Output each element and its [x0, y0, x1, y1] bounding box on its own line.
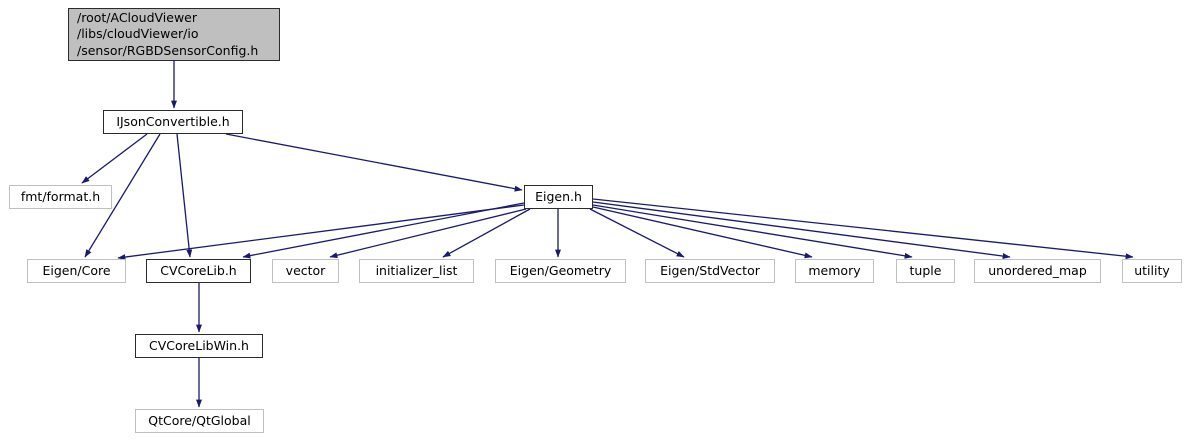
- graph-edge-ijsonconvertible-to-fmtformat: [81, 133, 148, 184]
- graph-node-fmtformat[interactable]: fmt/format.h: [9, 185, 112, 209]
- graph-node-label: Eigen/Geometry: [509, 262, 612, 278]
- graph-node-label: unordered_map: [988, 262, 1087, 278]
- graph-node-label: IJsonConvertible.h: [116, 113, 230, 129]
- graph-node-label: memory: [808, 262, 861, 278]
- graph-edge-eigenh-to-eigenstdvector: [589, 208, 685, 258]
- graph-edge-eigenh-to-initializerlist: [442, 208, 531, 258]
- graph-edge-eigenh-to-tuple: [592, 204, 913, 259]
- graph-node-utility[interactable]: utility: [1122, 259, 1182, 283]
- graph-edge-eigenh-to-cvcorelib: [242, 202, 525, 259]
- graph-node-label: tuple: [909, 262, 942, 278]
- graph-node-vector[interactable]: vector: [272, 259, 339, 283]
- graph-node-unorderedmap[interactable]: unordered_map: [974, 259, 1101, 283]
- graph-node-label: Eigen/StdVector: [660, 262, 760, 278]
- graph-node-label: fmt/format.h: [20, 188, 101, 204]
- graph-node-qtcoreqtglobal[interactable]: QtCore/QtGlobal: [135, 409, 264, 433]
- graph-node-label: utility: [1134, 262, 1170, 278]
- graph-node-root[interactable]: /root/ACloudViewer /libs/cloudViewer/io …: [68, 8, 280, 61]
- graph-node-initializerlist[interactable]: initializer_list: [359, 259, 474, 283]
- graph-edge-eigenh-to-eigencore: [117, 204, 525, 261]
- graph-node-label: vector: [285, 262, 326, 278]
- graph-node-eigenstdvector[interactable]: Eigen/StdVector: [645, 259, 775, 283]
- graph-node-label: Eigen/Core: [42, 262, 111, 278]
- graph-node-label: QtCore/QtGlobal: [148, 412, 251, 428]
- graph-node-tuple[interactable]: tuple: [896, 259, 955, 283]
- graph-node-label: CVCoreLibWin.h: [149, 337, 249, 353]
- graph-node-cvcorelibwin[interactable]: CVCoreLibWin.h: [135, 334, 263, 358]
- graph-node-ijsonconvertible[interactable]: IJsonConvertible.h: [103, 110, 243, 134]
- graph-node-label: /root/ACloudViewer /libs/cloudViewer/io …: [77, 9, 259, 58]
- graph-node-label: Eigen.h: [535, 188, 582, 204]
- graph-node-memory[interactable]: memory: [795, 259, 874, 283]
- graph-edge-eigenh-to-vector: [329, 208, 527, 259]
- graph-edge-eigenh-to-utility: [592, 198, 1134, 260]
- graph-edge-ijsonconvertible-to-eigenh: [225, 133, 523, 192]
- graph-edge-eigenh-to-unorderedmap: [592, 201, 1011, 260]
- graph-node-eigenh[interactable]: Eigen.h: [524, 185, 593, 209]
- graph-node-cvcorelib[interactable]: CVCoreLib.h: [146, 259, 251, 283]
- graph-node-eigengeometry[interactable]: Eigen/Geometry: [495, 259, 626, 283]
- graph-node-label: initializer_list: [375, 262, 458, 278]
- graph-node-label: CVCoreLib.h: [160, 262, 237, 278]
- graph-edge-eigenh-to-memory: [592, 206, 813, 259]
- graph-edge-ijsonconvertible-to-cvcorelib: [176, 133, 193, 258]
- graph-node-eigencore[interactable]: Eigen/Core: [27, 259, 126, 283]
